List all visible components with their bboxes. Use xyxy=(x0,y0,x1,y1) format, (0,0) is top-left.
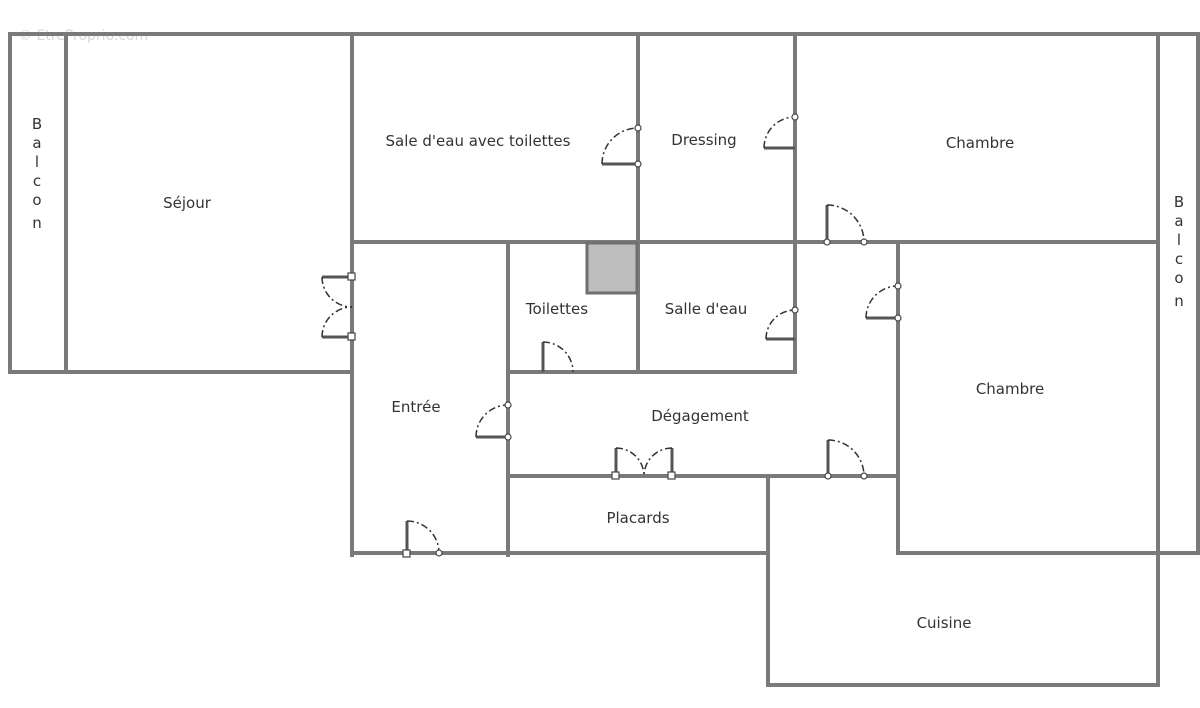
label-balcon-left: B a l c o n xyxy=(32,115,42,232)
label-entree: Entrée xyxy=(391,398,440,416)
balcon-left-char: B xyxy=(32,115,42,133)
balcon-left-char: a xyxy=(32,134,41,152)
door-placards xyxy=(611,447,676,480)
balcon-left-char: l xyxy=(35,153,39,171)
walls xyxy=(8,32,1200,687)
balcon-right-char: a xyxy=(1174,212,1183,230)
door-salle-eau xyxy=(765,306,799,341)
label-toilettes: Toilettes xyxy=(525,300,588,318)
balcon-left-char: c xyxy=(33,172,41,190)
label-sejour: Séjour xyxy=(163,194,212,212)
label-placards: Placards xyxy=(606,509,669,527)
label-degagement: Dégagement xyxy=(651,407,749,425)
door-sale-eau-toilettes xyxy=(601,124,642,168)
door-entrance xyxy=(402,520,443,558)
door-sejour xyxy=(321,272,356,341)
technical-shaft xyxy=(585,241,639,295)
door-dressing xyxy=(763,113,799,150)
door-chambre-2 xyxy=(865,282,902,322)
door-cuisine xyxy=(824,439,868,480)
label-chambre-2: Chambre xyxy=(976,380,1044,398)
balcon-left-char: o xyxy=(32,191,41,209)
label-chambre-1: Chambre xyxy=(946,134,1014,152)
balcon-right-char: n xyxy=(1174,292,1184,310)
door-toilettes xyxy=(541,341,574,373)
balcon-right-char: B xyxy=(1174,193,1184,211)
label-dressing: Dressing xyxy=(671,131,736,149)
balcon-right-char: c xyxy=(1175,250,1183,268)
balcon-right-char: l xyxy=(1177,231,1181,249)
label-sale-eau-toilettes: Sale d'eau avec toilettes xyxy=(386,132,571,150)
door-chambre-1 xyxy=(823,204,868,246)
label-cuisine: Cuisine xyxy=(917,614,972,632)
room-labels: Séjour Sale d'eau avec toilettes Dressin… xyxy=(163,131,1044,632)
door-degagement xyxy=(475,401,512,441)
label-balcon-right: B a l c o n xyxy=(1174,193,1184,310)
doors xyxy=(321,113,902,558)
balcon-left-char: n xyxy=(32,214,42,232)
balcon-right-char: o xyxy=(1174,269,1183,287)
label-salle-eau: Salle d'eau xyxy=(665,300,748,318)
